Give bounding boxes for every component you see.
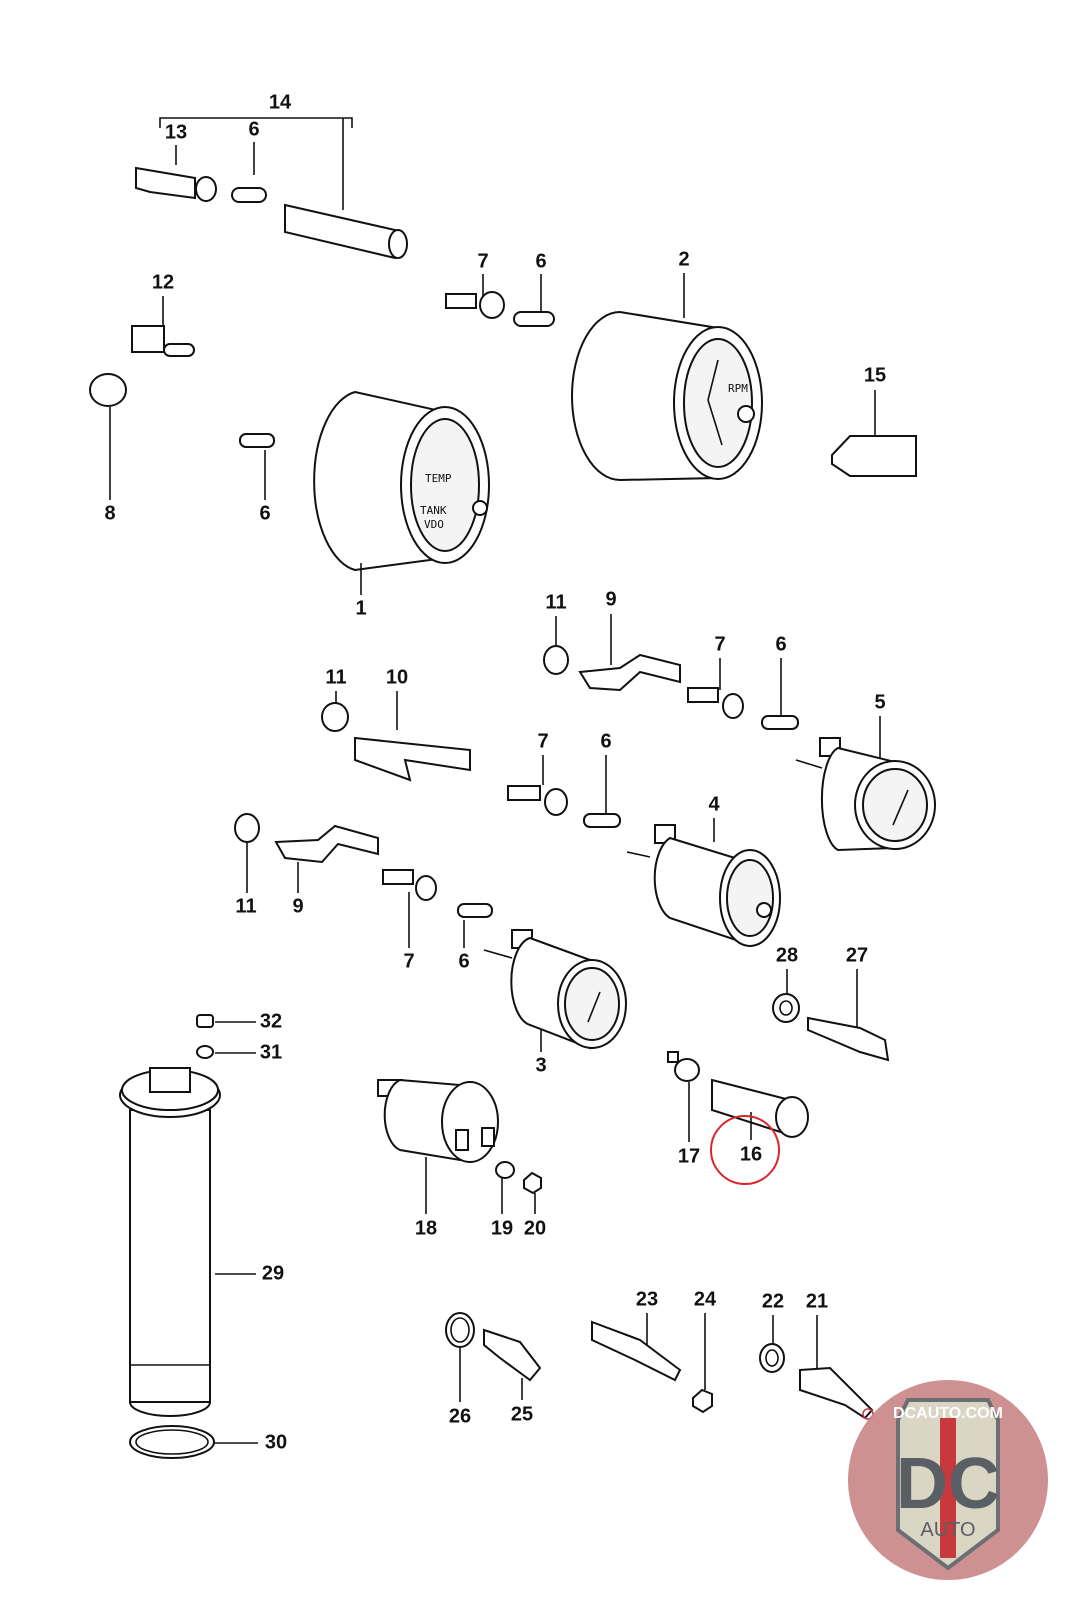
part-31-washer <box>196 1045 256 1059</box>
callout-6: 6 <box>259 502 270 524</box>
highlight-circle <box>710 1115 780 1185</box>
part-1-combo-gauge: TEMP TANK VDO <box>313 390 490 595</box>
temp-text: TEMP <box>425 472 452 485</box>
callout-11: 11 <box>545 591 566 613</box>
callout-9: 9 <box>292 895 303 917</box>
callout-7: 7 <box>477 250 488 272</box>
part-22-washer <box>759 1315 785 1373</box>
callout-14: 14 <box>269 91 292 113</box>
logo-letters: DC <box>896 1444 1000 1524</box>
tank-text: TANK <box>420 504 447 517</box>
part-2-tachometer: RPM <box>571 273 763 482</box>
callout-9: 9 <box>605 588 616 610</box>
callout-23: 23 <box>636 1288 658 1310</box>
callout-10: 10 <box>386 666 408 688</box>
callout-28: 28 <box>776 944 798 966</box>
callout-22: 22 <box>762 1290 784 1312</box>
part-3-gauge <box>483 929 627 1052</box>
part-14-holder <box>284 203 408 260</box>
callout-7: 7 <box>537 730 548 752</box>
callout-27: 27 <box>846 944 868 966</box>
callout-32: 32 <box>260 1010 282 1032</box>
part-27-sender <box>807 969 890 1062</box>
part-9-bracket <box>274 824 379 893</box>
part-6-bulb <box>513 274 555 327</box>
callout-21: 21 <box>806 1290 828 1312</box>
bracket-14 <box>159 117 353 210</box>
part-28-washer <box>772 969 800 1023</box>
vdo-text: VDO <box>424 518 444 531</box>
part-11-knob <box>234 813 260 893</box>
callout-13: 13 <box>165 121 187 143</box>
callout-8: 8 <box>104 502 115 524</box>
part-32-screw <box>196 1014 256 1028</box>
callout-6: 6 <box>458 950 469 972</box>
part-13-socket <box>135 166 217 202</box>
part-6-bulb <box>231 187 267 203</box>
part-6-bulb <box>583 755 621 828</box>
part-15-block <box>831 390 917 477</box>
part-24-nut <box>692 1313 713 1414</box>
callout-12: 12 <box>152 271 174 293</box>
part-7-socket <box>382 869 437 948</box>
part-21-sensor <box>799 1315 874 1420</box>
part-23-sensor <box>591 1313 682 1382</box>
part-6-bulb <box>239 433 275 500</box>
callout-11: 11 <box>235 895 256 917</box>
callout-20: 20 <box>524 1217 546 1239</box>
part-9-bracket <box>578 614 681 692</box>
callout-4: 4 <box>708 793 720 815</box>
part-6-bulb <box>761 658 799 730</box>
callout-6: 6 <box>535 250 546 272</box>
part-12 <box>131 296 195 357</box>
part-7-socket <box>507 755 568 816</box>
callout-6: 6 <box>248 118 259 140</box>
part-26-washer <box>445 1312 475 1402</box>
callout-19: 19 <box>491 1217 513 1239</box>
callout-7: 7 <box>403 950 414 972</box>
part-5-gauge <box>795 716 936 852</box>
callout-30: 30 <box>265 1431 287 1453</box>
callout-25: 25 <box>511 1403 533 1425</box>
rpm-text: RPM <box>728 382 748 395</box>
callout-1: 1 <box>355 597 366 619</box>
part-11-knob <box>543 616 569 675</box>
callout-31: 31 <box>260 1041 282 1063</box>
part-7-socket <box>445 274 505 319</box>
part-6-bulb <box>457 903 493 948</box>
callout-3: 3 <box>535 1054 546 1076</box>
callout-7: 7 <box>714 633 725 655</box>
callout-29: 29 <box>262 1262 284 1284</box>
part-25-switch <box>483 1328 542 1400</box>
callout-24: 24 <box>694 1288 717 1310</box>
dcauto-logo: DCAUTO.COM DC AUTO <box>848 1380 1048 1580</box>
part-4-clock <box>626 818 781 947</box>
callout-17: 17 <box>678 1145 700 1167</box>
callout-6: 6 <box>600 730 611 752</box>
callout-5: 5 <box>874 691 885 713</box>
callout-15: 15 <box>864 364 886 386</box>
part-10-bracket <box>354 691 471 782</box>
callout-2: 2 <box>678 248 689 270</box>
part-8-knob <box>89 373 127 500</box>
part-20-nut <box>523 1171 542 1214</box>
part-16-socket <box>710 1078 809 1185</box>
callout-11: 11 <box>325 666 346 688</box>
callout-6: 6 <box>775 633 786 655</box>
part-18-pressure-sender <box>377 1078 499 1214</box>
part-7-socket <box>687 658 744 719</box>
logo-sub-text: AUTO <box>920 1519 975 1541</box>
part-29-fuel-sender <box>119 1067 258 1459</box>
part-11-knob <box>321 691 349 732</box>
part-19-washer <box>495 1161 515 1214</box>
callout-18: 18 <box>415 1217 437 1239</box>
callout-16: 16 <box>740 1143 762 1165</box>
callout-26: 26 <box>449 1405 471 1427</box>
logo-site-text: DCAUTO.COM <box>893 1405 1003 1422</box>
part-17-washer <box>667 1051 700 1142</box>
